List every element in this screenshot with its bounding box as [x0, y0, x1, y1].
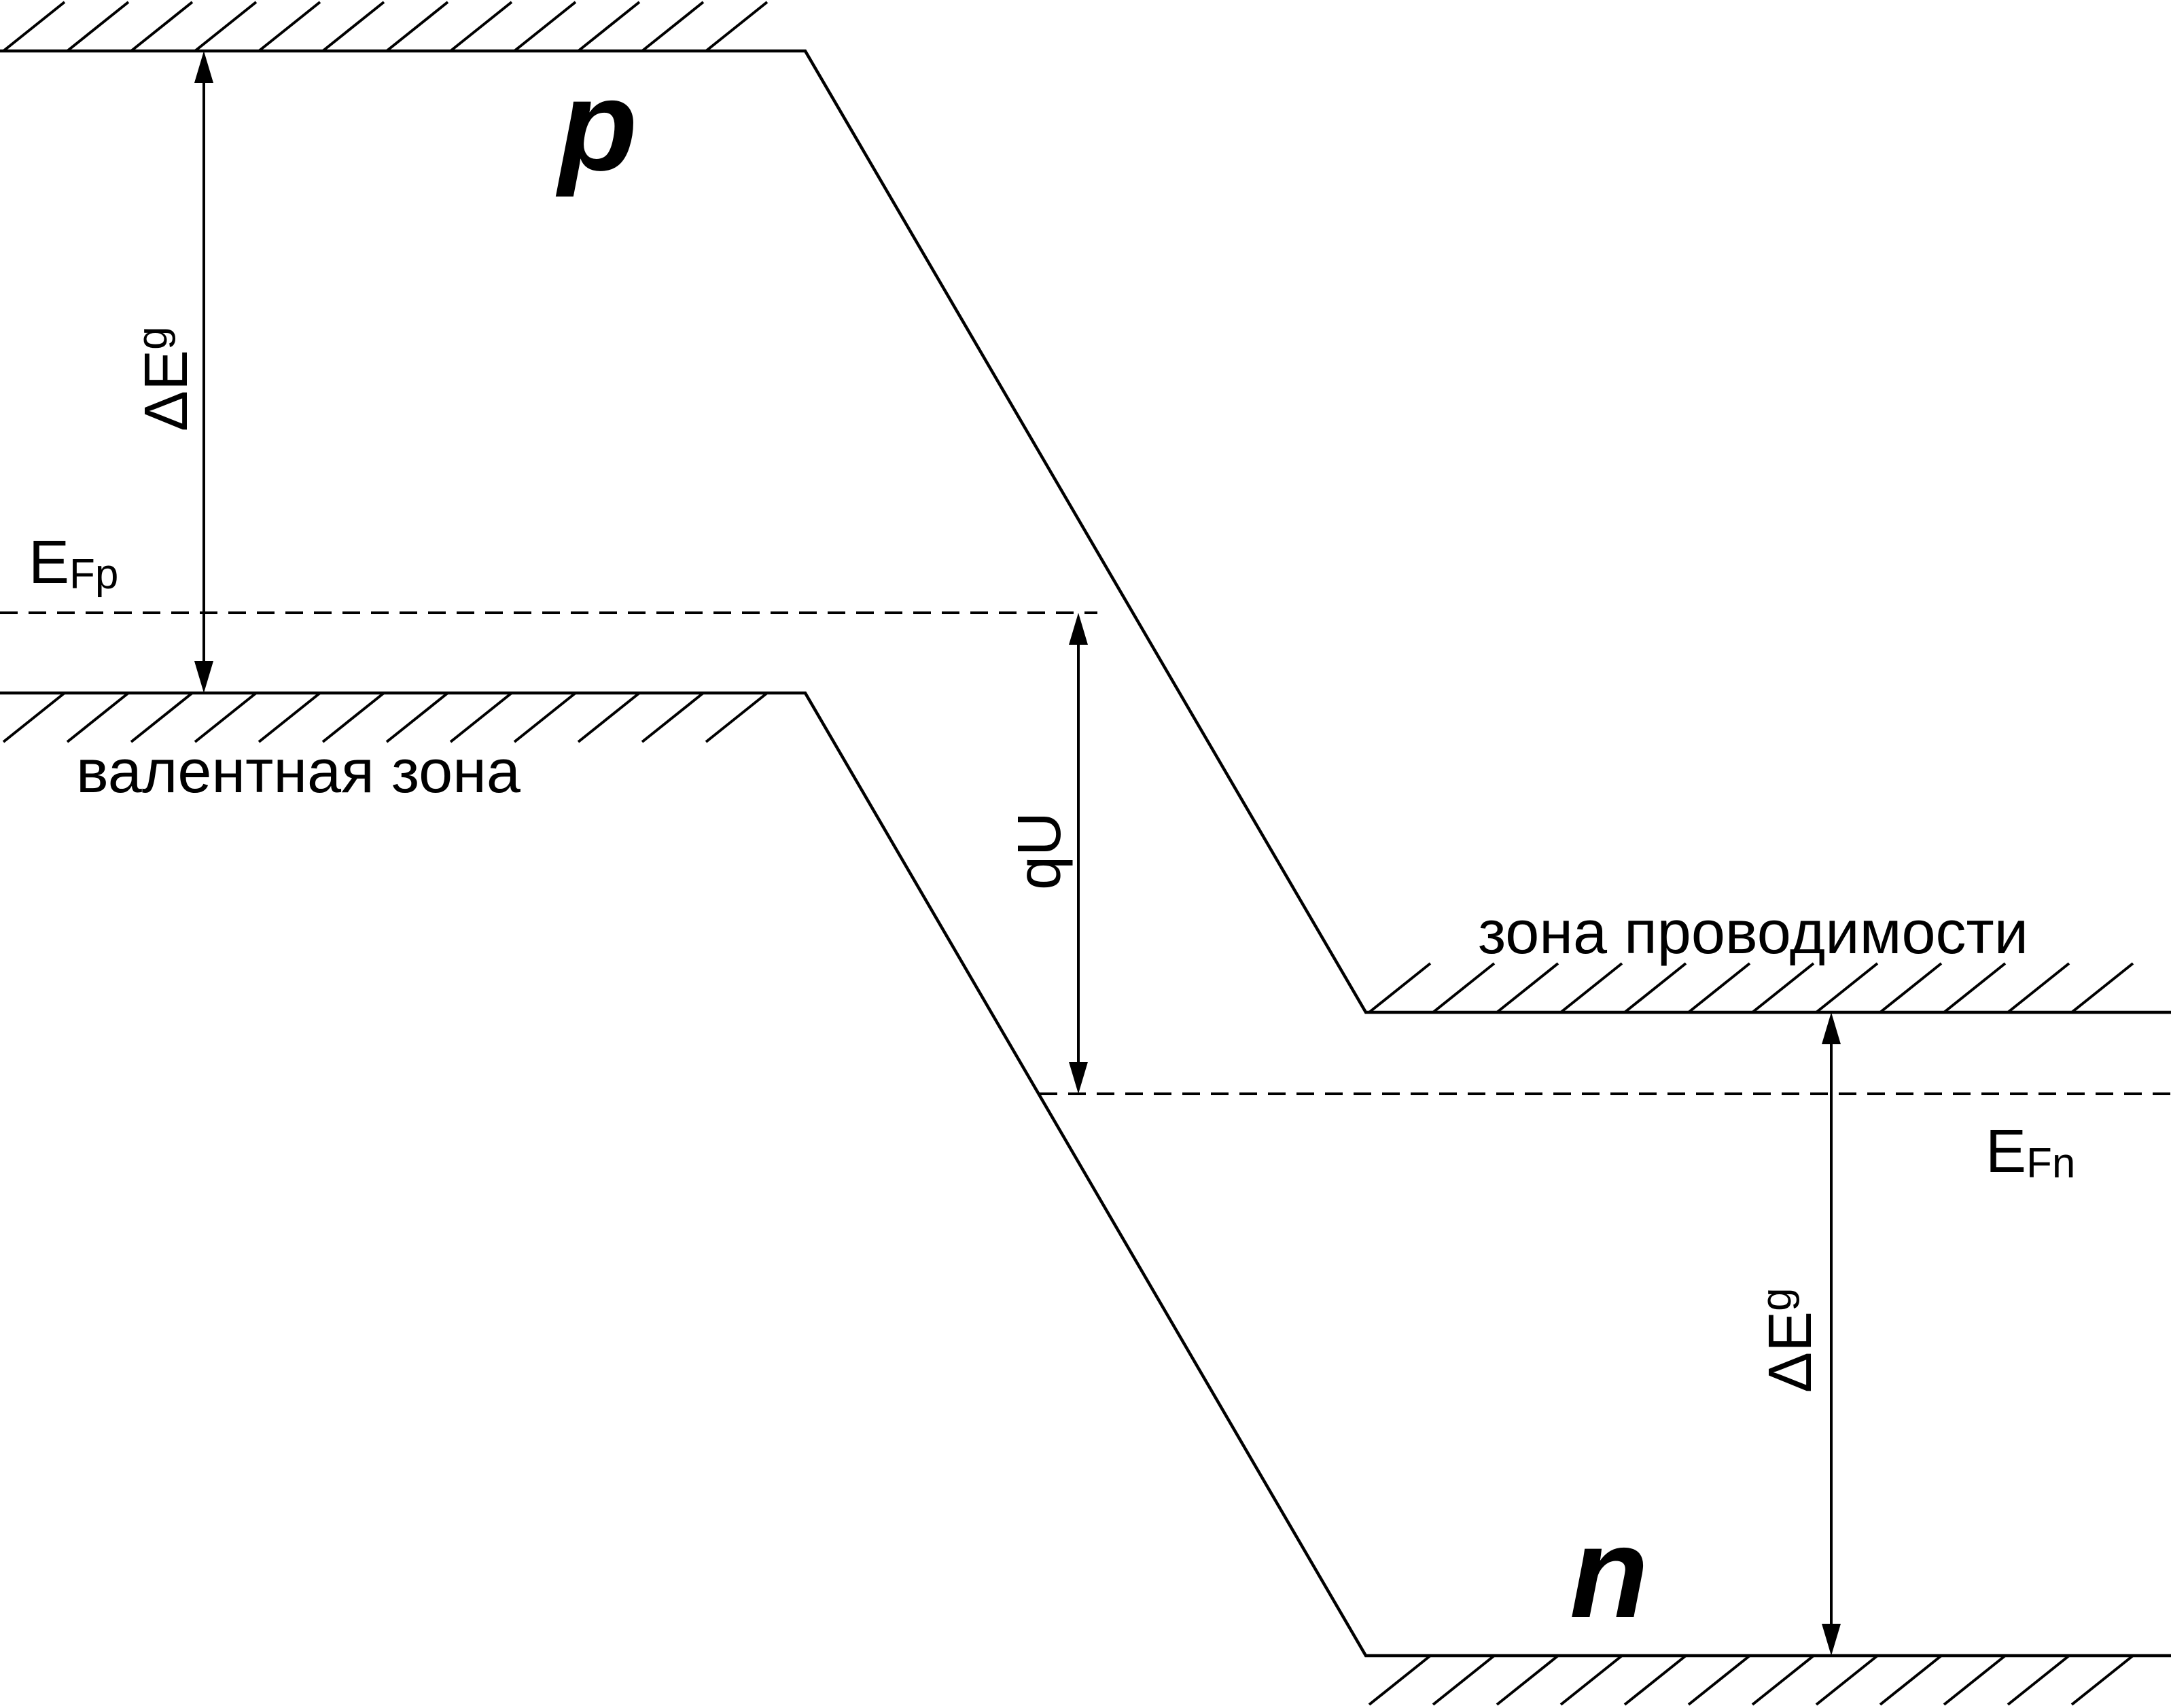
valence-band-hatch-p [2, 692, 769, 743]
conduction-band-hatch-n [1368, 962, 2134, 1014]
hatch-mark [66, 692, 130, 743]
barrier-label: qU [1006, 812, 1074, 890]
hatch-mark [2, 692, 66, 743]
hatch-mark [258, 692, 321, 743]
hatch-mark [194, 692, 258, 743]
hatch-mark [1496, 962, 1559, 1014]
hatch-mark [1751, 1654, 1815, 1706]
hatch-mark [321, 692, 385, 743]
fermi-level-p-label: EFp [29, 529, 118, 598]
hatch-mark [385, 1, 449, 52]
hatch-mark [258, 1, 321, 52]
valence-band-hatch-n [1368, 1654, 2134, 1706]
conduction-band-label: зона проводимости [1478, 899, 2028, 967]
hatch-mark [1559, 1654, 1623, 1706]
hatch-mark [1687, 962, 1751, 1014]
band-gap-label-right: ΔEg [1753, 1287, 1824, 1393]
band-gap-arrow-left [194, 51, 213, 693]
hatch-mark [1368, 1654, 1432, 1706]
band-gap-arrow-right [1822, 1012, 1841, 1656]
hatch-mark [1687, 1654, 1751, 1706]
hatch-mark [1879, 962, 1943, 1014]
hatch-mark [1559, 962, 1623, 1014]
hatch-mark [2007, 1654, 2070, 1706]
hatch-mark [1943, 1654, 2007, 1706]
fermi-level-n-label: EFn [1985, 1118, 2075, 1187]
hatch-mark [2, 1, 66, 52]
conduction-band-hatch-p [2, 1, 769, 52]
hatch-mark [449, 692, 513, 743]
hatch-mark [705, 1, 769, 52]
barrier-arrow [1069, 613, 1088, 1094]
hatch-mark [1432, 1654, 1496, 1706]
hatch-mark [1879, 1654, 1943, 1706]
hatch-mark [1496, 1654, 1559, 1706]
hatch-mark [449, 1, 513, 52]
p-region-label: p [555, 54, 637, 198]
hatch-mark [1815, 962, 1879, 1014]
hatch-mark [2070, 962, 2134, 1014]
hatch-mark [513, 1, 577, 52]
hatch-mark [577, 692, 641, 743]
hatch-mark [130, 692, 194, 743]
hatch-mark [130, 1, 194, 52]
hatch-mark [1623, 1654, 1687, 1706]
hatch-mark [2070, 1654, 2134, 1706]
hatch-mark [1943, 962, 2007, 1014]
valence-band-edge [0, 691, 2171, 1658]
hatch-mark [66, 1, 130, 52]
band-gap-label-left: ΔEg [129, 326, 200, 431]
n-region-label: n [1570, 1501, 1648, 1645]
hatch-mark [1751, 962, 1815, 1014]
hatch-mark [577, 1, 641, 52]
hatch-mark [321, 1, 385, 52]
conduction-band-edge [0, 49, 2171, 1014]
hatch-mark [1432, 962, 1496, 1014]
hatch-mark [1623, 962, 1687, 1014]
hatch-mark [2007, 962, 2070, 1014]
valence-band-label: валентная зона [76, 738, 521, 806]
hatch-mark [1368, 962, 1432, 1014]
hatch-mark [641, 1, 705, 52]
hatch-mark [385, 692, 449, 743]
hatch-mark [194, 1, 258, 52]
hatch-mark [705, 692, 769, 743]
hatch-mark [641, 692, 705, 743]
hatch-mark [1815, 1654, 1879, 1706]
hatch-mark [513, 692, 577, 743]
